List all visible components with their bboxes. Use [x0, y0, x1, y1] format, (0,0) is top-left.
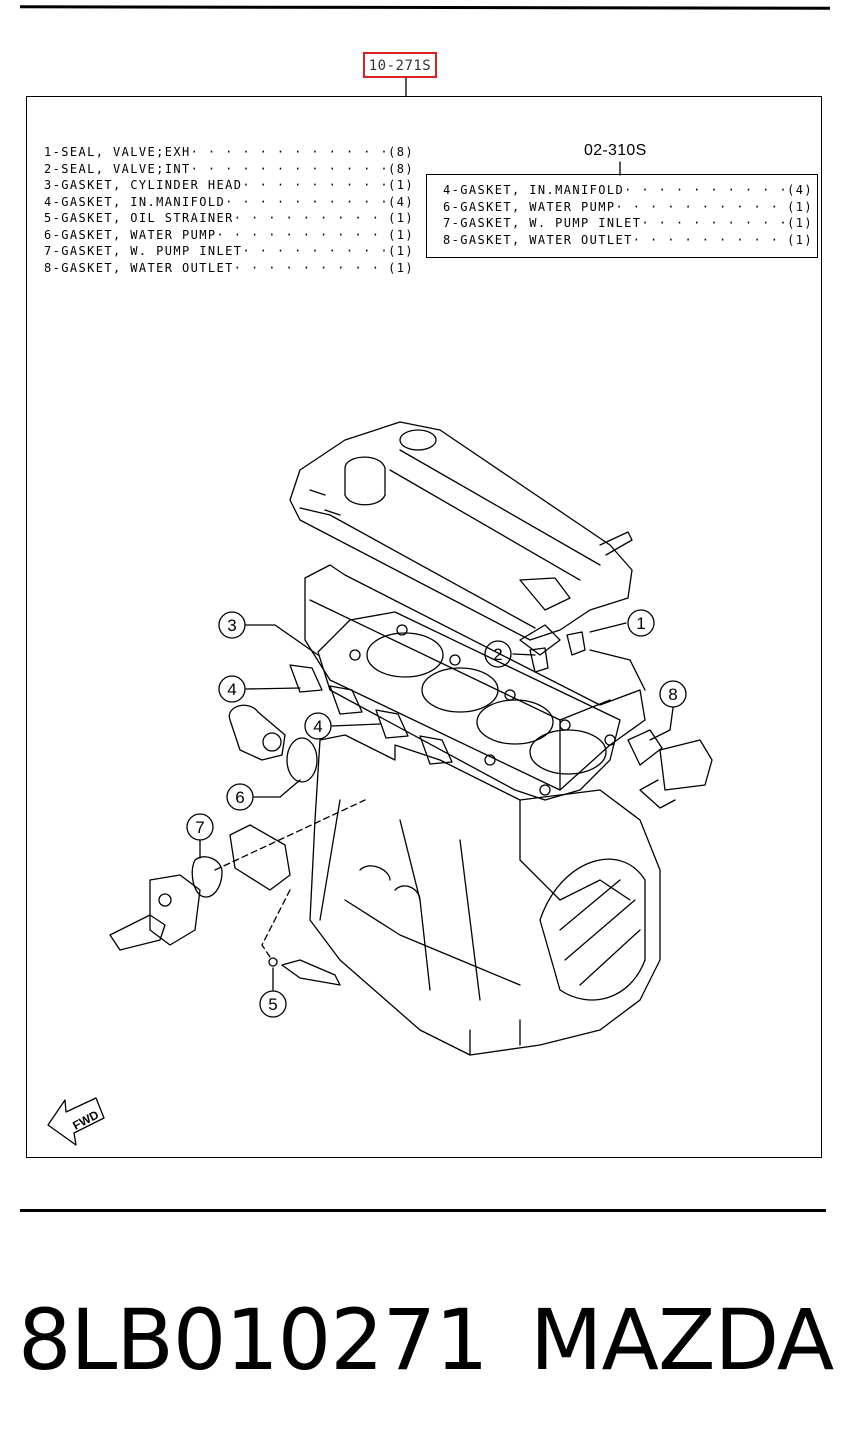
callout-leaders	[199, 622, 674, 991]
valve-cover	[289, 421, 633, 641]
water-pump-gasket	[286, 737, 318, 783]
callout-3[interactable]: 3	[218, 611, 246, 639]
diagram-frame	[26, 96, 822, 1158]
water-pump-housing	[228, 704, 286, 761]
callout-2[interactable]: 2	[484, 640, 512, 668]
oil-strainer	[281, 959, 341, 986]
list-item: 3-GASKET, CYLINDER HEAD(1)	[44, 177, 414, 194]
water-outlet	[639, 739, 713, 809]
oil-strainer-gasket	[268, 957, 278, 967]
callout-6[interactable]: 6	[226, 783, 254, 811]
water-pump-inlet	[109, 824, 291, 951]
sub-parts-list: 4-GASKET, IN.MANIFOLD(4) 6-GASKET, WATER…	[443, 182, 813, 248]
water-pump-inlet-gasket	[191, 856, 223, 898]
callout-4a[interactable]: 4	[218, 675, 246, 703]
list-item: 6-GASKET, WATER PUMP(1)	[44, 227, 414, 244]
svg-text:3: 3	[227, 616, 236, 635]
engine-exploded-diagram: 1 2 3 4 4 5 6 7 8 FWD	[47, 77, 713, 1146]
list-item: 8-GASKET, WATER OUTLET(1)	[44, 260, 414, 277]
callout-1[interactable]: 1	[627, 609, 655, 637]
fwd-label: FWD	[70, 1107, 101, 1132]
list-item: 4-GASKET, IN.MANIFOLD(4)	[44, 194, 414, 211]
engine-block	[309, 734, 661, 1056]
list-item: 5-GASKET, OIL STRAINER(1)	[44, 210, 414, 227]
svg-text:6: 6	[235, 788, 244, 807]
svg-text:1: 1	[636, 614, 645, 633]
callout-8[interactable]: 8	[659, 680, 687, 708]
valve-seal-exhaust	[566, 631, 586, 656]
svg-text:7: 7	[195, 818, 204, 837]
callout-circles: 1 2 3 4 4 5 6 7 8	[186, 609, 687, 1018]
intake-manifold-gaskets	[289, 664, 453, 765]
list-item: 6-GASKET, WATER PUMP(1)	[443, 199, 813, 216]
callout-7[interactable]: 7	[186, 813, 214, 841]
ref-code: 10-271S	[368, 58, 432, 74]
cylinder-head	[304, 564, 646, 791]
svg-text:2: 2	[493, 645, 502, 664]
fwd-arrow-icon: FWD	[47, 1097, 105, 1146]
brand-name: MAZDA	[530, 1291, 834, 1389]
callout-4b[interactable]: 4	[304, 712, 332, 740]
svg-text:8: 8	[668, 685, 677, 704]
part-number: 8LB010271	[18, 1291, 489, 1389]
assembly-lines	[214, 799, 366, 961]
list-item: 7-GASKET, W. PUMP INLET(1)	[443, 215, 813, 232]
valve-seal-intake	[529, 647, 549, 673]
list-item: 7-GASKET, W. PUMP INLET(1)	[44, 243, 414, 260]
list-item: 2-SEAL, VALVE;INT(8)	[44, 161, 414, 178]
callout-5[interactable]: 5	[259, 990, 287, 1018]
svg-text:4: 4	[313, 717, 322, 736]
list-item: 1-SEAL, VALVE;EXH(8)	[44, 144, 414, 161]
svg-text:5: 5	[268, 995, 277, 1014]
head-gasket	[317, 611, 621, 801]
ref-code-box[interactable]: 10-271S	[363, 52, 437, 78]
sub-kit-box	[426, 174, 818, 258]
sub-ref-code[interactable]: 02-310S	[584, 142, 647, 159]
svg-text:4: 4	[227, 680, 236, 699]
bottom-rule	[20, 1209, 826, 1212]
list-item: 8-GASKET, WATER OUTLET(1)	[443, 232, 813, 249]
main-parts-list: 1-SEAL, VALVE;EXH(8) 2-SEAL, VALVE;INT(8…	[44, 144, 414, 276]
water-outlet-gasket	[627, 729, 663, 766]
footer-caption: 8LB010271 MAZDA	[14, 1290, 864, 1390]
list-item: 4-GASKET, IN.MANIFOLD(4)	[443, 182, 813, 199]
